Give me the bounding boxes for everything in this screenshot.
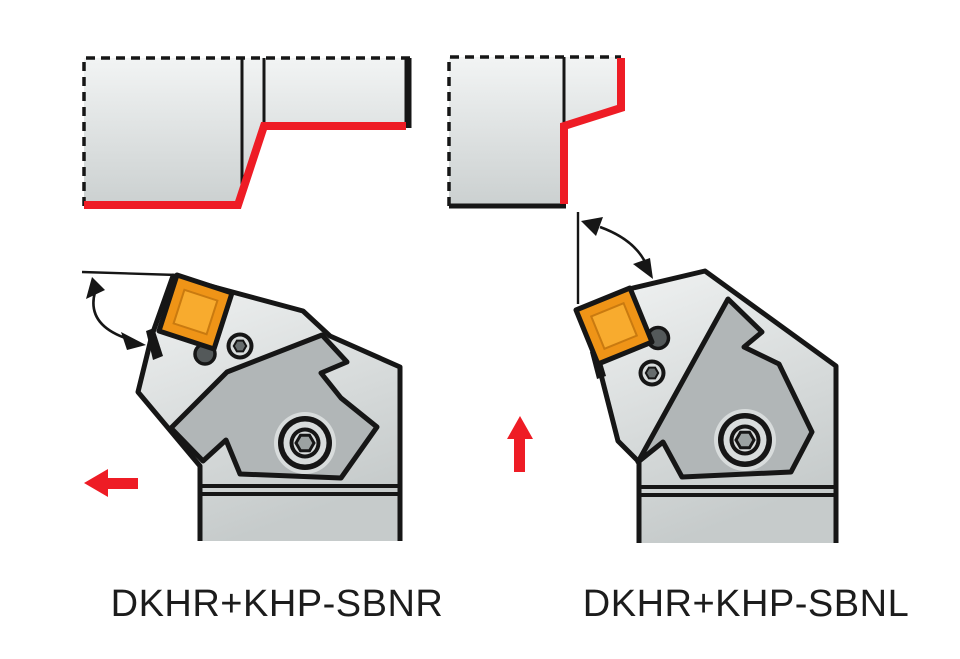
hex-socket <box>232 339 248 353</box>
toolholder-label-sbnr: DKHR+KHP-SBNR <box>110 583 444 625</box>
insert-screw-icon <box>638 359 666 387</box>
angle-arc <box>599 225 649 267</box>
dashed-outline <box>447 55 621 206</box>
arrowhead-up <box>86 277 105 299</box>
toolholder-sbnl <box>507 212 839 543</box>
toolholder-sbnr <box>81 270 403 541</box>
square-insert-icon <box>573 285 655 367</box>
arrowhead-down <box>121 332 146 350</box>
dashed-outline <box>82 56 410 206</box>
feed-up-arrow-icon <box>507 416 533 472</box>
toolholder-label-sbnl: DKHR+KHP-SBNL <box>582 583 910 625</box>
insert-screw-icon <box>226 332 254 360</box>
workpiece-body <box>84 58 410 206</box>
hex-socket <box>734 430 756 450</box>
feed-left-arrow-icon <box>84 469 138 497</box>
clamp-screw-icon <box>714 409 776 471</box>
cutting-path-red <box>84 122 406 209</box>
workpiece-profile-right-icon <box>447 55 625 209</box>
hex-socket <box>294 433 316 453</box>
arrowhead-left <box>581 217 603 236</box>
insert-face <box>172 288 219 336</box>
cutting-path-red <box>560 58 625 204</box>
angle-arc-arrow-icon <box>576 212 653 304</box>
clamp-screw-icon <box>274 412 336 474</box>
workpiece-profile-left-icon <box>82 56 412 209</box>
angle-reference-line <box>81 270 178 277</box>
shim-edge <box>146 328 163 360</box>
workpiece-body <box>449 57 621 206</box>
square-insert-icon <box>156 272 235 352</box>
angle-arc-arrow-icon <box>81 270 178 350</box>
insert-face <box>589 301 639 351</box>
arrowhead-down <box>633 258 653 279</box>
angle-arc <box>92 291 129 341</box>
hex-socket <box>644 366 660 380</box>
